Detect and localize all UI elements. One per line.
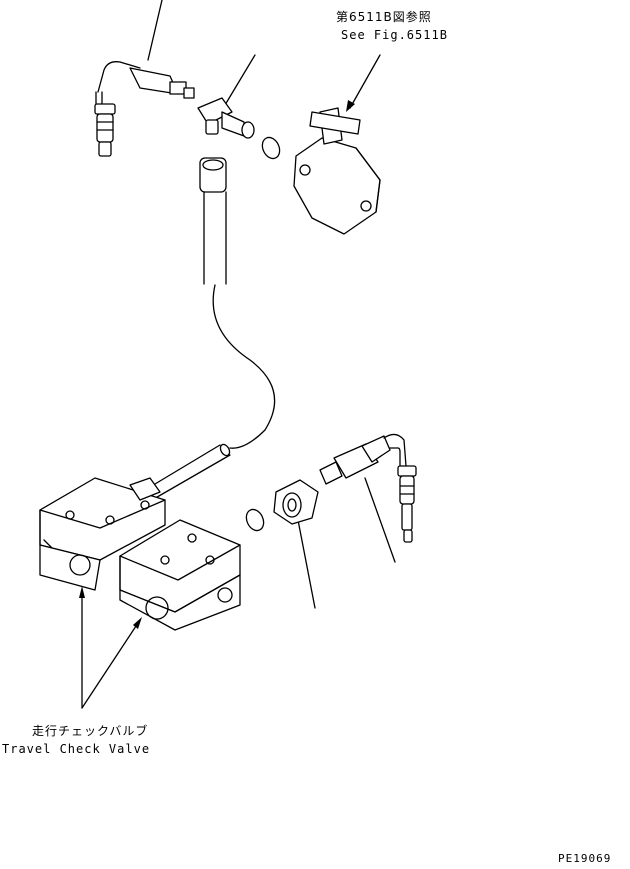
reference-label-jp: 第6511B図参照 bbox=[336, 10, 432, 24]
valve-hole bbox=[140, 500, 150, 510]
right-sensor-tip bbox=[319, 461, 343, 485]
valve-port bbox=[69, 554, 91, 576]
connector-body bbox=[96, 113, 114, 143]
connector-nut bbox=[94, 103, 116, 115]
valve-hole bbox=[160, 555, 170, 565]
reference-block bbox=[293, 107, 381, 235]
valve-hose-fitting bbox=[129, 477, 161, 501]
right-connector-end bbox=[403, 529, 413, 543]
hose-upper-sides bbox=[203, 191, 227, 285]
block-fitting-cross bbox=[309, 111, 361, 135]
plug-face bbox=[282, 492, 302, 518]
block-hole bbox=[299, 164, 311, 176]
hose-fitting-top bbox=[199, 157, 227, 193]
plug bbox=[273, 479, 319, 525]
block-edge bbox=[355, 147, 381, 213]
arrowhead-valve-2 bbox=[133, 617, 142, 629]
right-connector-nut bbox=[397, 465, 417, 477]
leader-see-fig bbox=[349, 54, 381, 109]
right-connector-tip bbox=[401, 503, 413, 531]
valve-front-ridge bbox=[119, 544, 241, 581]
block-face bbox=[293, 137, 381, 235]
valve-port bbox=[217, 587, 233, 603]
tee-stub bbox=[205, 119, 219, 135]
o-ring-lower bbox=[245, 508, 265, 532]
leader-lines bbox=[79, 0, 396, 709]
valve-port-mark bbox=[43, 539, 53, 549]
drawing-code: PE19069 bbox=[558, 852, 612, 865]
tee-outlet-face bbox=[241, 121, 255, 139]
sensor-tip bbox=[183, 87, 195, 99]
hose-bend bbox=[97, 61, 141, 93]
tee-body bbox=[197, 97, 233, 125]
right-hose-bend bbox=[383, 433, 407, 467]
valve-block-rear bbox=[39, 477, 166, 591]
leader-top-left bbox=[147, 0, 163, 61]
arrowhead-see-fig bbox=[346, 100, 355, 112]
hose-connector-right bbox=[319, 433, 417, 543]
leader-valve-2 bbox=[81, 619, 141, 709]
connector-tip bbox=[98, 141, 112, 157]
valve-hole bbox=[65, 510, 75, 520]
hose-lower-end bbox=[219, 443, 231, 457]
valve-front-side bbox=[119, 556, 241, 631]
leader-elbow bbox=[224, 54, 256, 106]
plug-center bbox=[287, 498, 297, 512]
hose-fitting-face bbox=[202, 159, 224, 171]
valve-port bbox=[145, 596, 169, 620]
valve-label-jp: 走行チェックバルブ bbox=[32, 724, 149, 738]
hose-break-line bbox=[212, 284, 276, 449]
long-hose bbox=[144, 157, 276, 501]
reference-label-en: See Fig.6511B bbox=[341, 28, 448, 42]
valve-hole bbox=[187, 533, 197, 543]
valve-label-en: Travel Check Valve bbox=[2, 742, 151, 756]
right-connector-body bbox=[399, 475, 415, 505]
valve-hole bbox=[205, 555, 215, 565]
valve-block-front bbox=[119, 519, 241, 631]
hose-connector-top-left bbox=[94, 61, 195, 157]
valve-hole bbox=[105, 515, 115, 525]
tee-elbow-fitting bbox=[197, 97, 255, 139]
arrowhead-valve-1 bbox=[79, 586, 85, 598]
leader-right-hose bbox=[364, 477, 396, 563]
tee-outlet bbox=[221, 111, 245, 137]
hose-lower-sides bbox=[144, 444, 231, 501]
o-ring-upper bbox=[261, 136, 281, 160]
leader-plug bbox=[297, 519, 316, 609]
hose-tail bbox=[95, 91, 103, 105]
block-hole bbox=[360, 200, 372, 212]
right-sensor-body bbox=[361, 435, 391, 463]
